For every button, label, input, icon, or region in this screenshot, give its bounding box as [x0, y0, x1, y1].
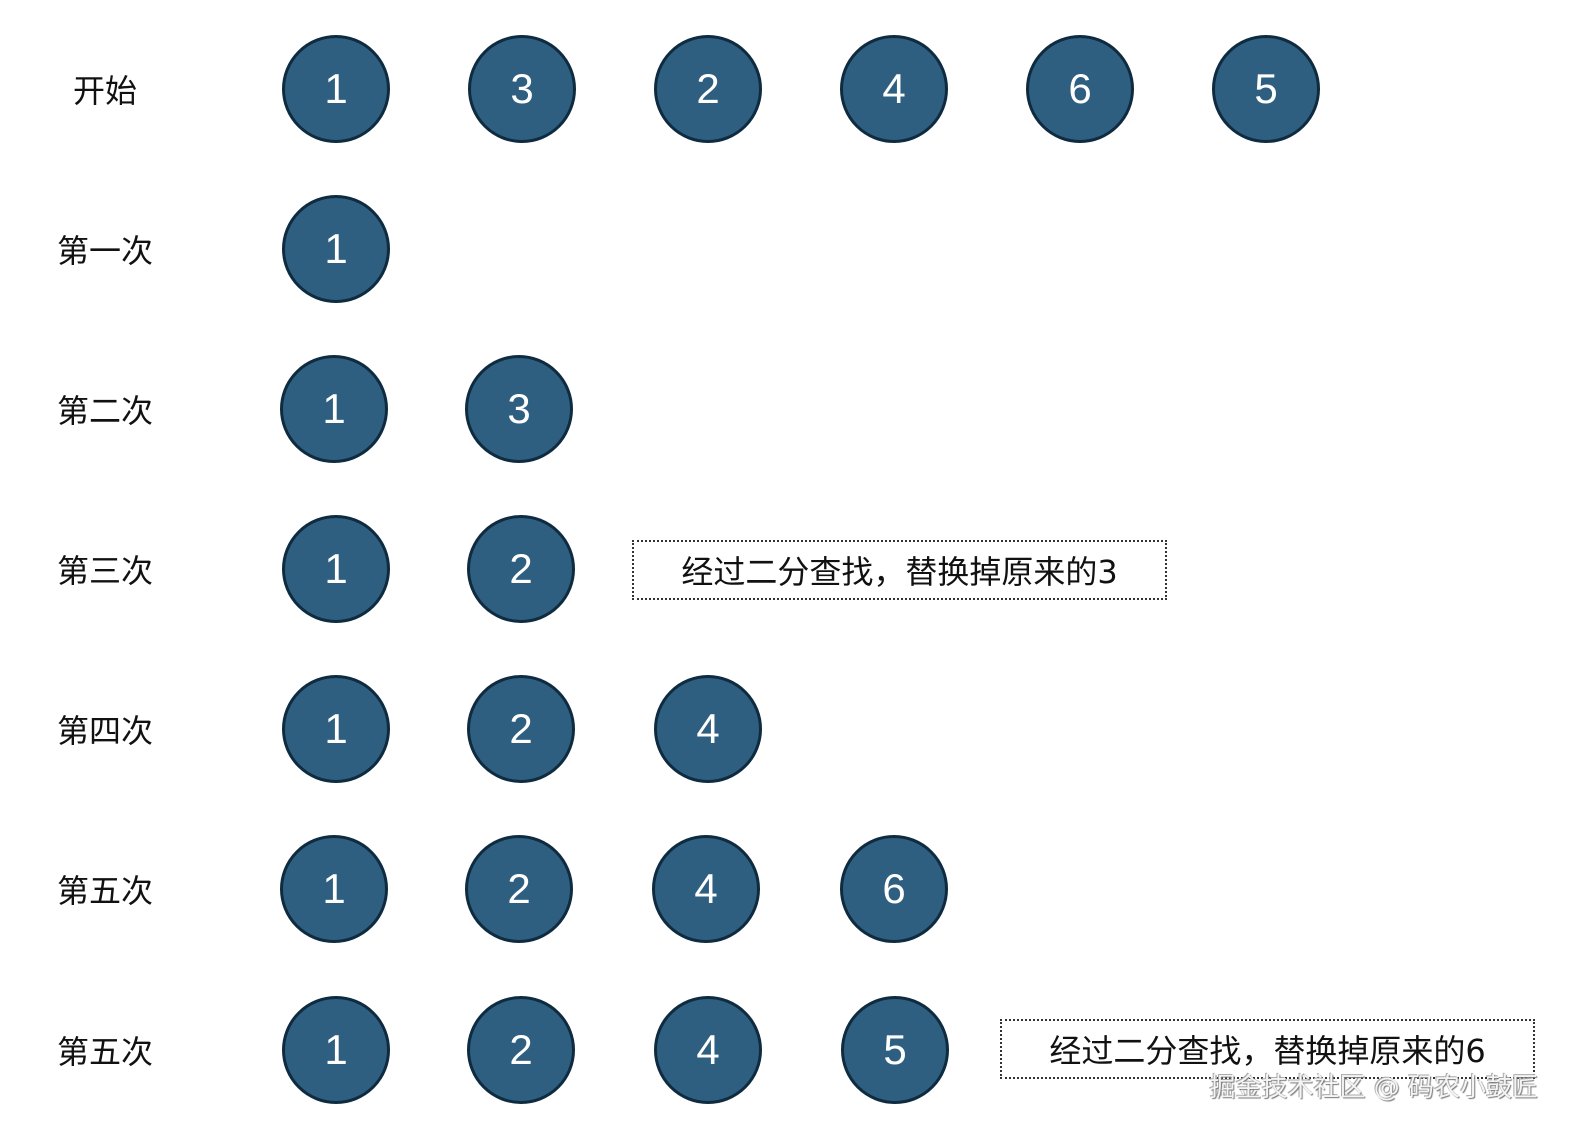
row-step-2: 第二次 1 3 [0, 352, 1570, 466]
node: 2 [467, 675, 575, 783]
row-label: 第二次 [56, 392, 153, 430]
row-start: 开始 1 3 2 4 6 5 [0, 32, 1570, 146]
node: 2 [467, 996, 575, 1104]
row-label: 第四次 [56, 712, 153, 750]
row-label: 第三次 [56, 552, 153, 590]
row-label: 第五次 [56, 872, 153, 910]
node: 1 [282, 515, 390, 623]
node: 2 [467, 515, 575, 623]
node: 1 [282, 35, 390, 143]
node: 4 [654, 675, 762, 783]
annotation-note: 经过二分查找，替换掉原来的6 [1000, 1019, 1535, 1079]
node: 5 [841, 996, 949, 1104]
row-label: 第五次 [56, 1033, 153, 1071]
row-label: 第一次 [56, 232, 153, 270]
node: 6 [840, 835, 948, 943]
row-step-4: 第四次 1 2 4 [0, 672, 1570, 786]
node: 1 [282, 195, 390, 303]
row-step-6: 第五次 1 2 4 5 经过二分查找，替换掉原来的6 [0, 993, 1570, 1107]
row-step-3: 第三次 1 2 经过二分查找，替换掉原来的3 [0, 512, 1570, 626]
node: 4 [652, 835, 760, 943]
row-step-1: 第一次 1 [0, 192, 1570, 306]
watermark: 掘金技术社区 @ 码农小鼓匠 [1209, 1073, 1538, 1103]
node: 4 [654, 996, 762, 1104]
node: 1 [282, 675, 390, 783]
node: 1 [282, 996, 390, 1104]
node: 6 [1026, 35, 1134, 143]
node: 2 [654, 35, 762, 143]
node: 1 [280, 355, 388, 463]
node: 5 [1212, 35, 1320, 143]
node: 4 [840, 35, 948, 143]
node: 1 [280, 835, 388, 943]
row-label: 开始 [72, 72, 137, 110]
node: 2 [465, 835, 573, 943]
row-step-5: 第五次 1 2 4 6 [0, 832, 1570, 946]
annotation-note: 经过二分查找，替换掉原来的3 [632, 540, 1167, 600]
node: 3 [465, 355, 573, 463]
node: 3 [468, 35, 576, 143]
